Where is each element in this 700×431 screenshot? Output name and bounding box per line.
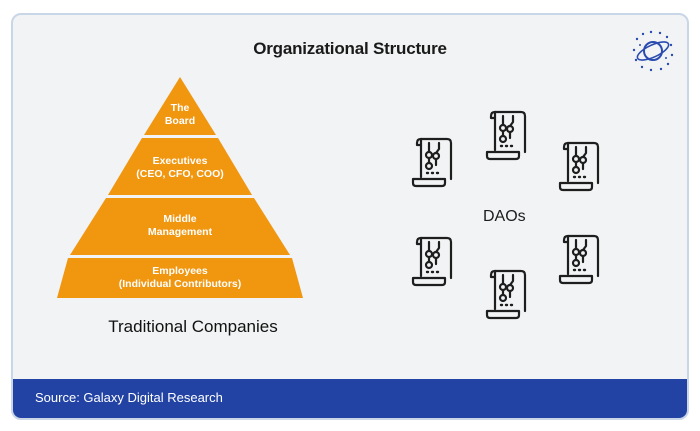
dao-icon-upper-right: [558, 141, 600, 192]
dao-icon-lower-right: [558, 234, 600, 285]
dao-icon-bottom: [485, 269, 527, 320]
galaxy-logo-icon: [632, 30, 674, 72]
pyramid-level-executives: [108, 138, 252, 195]
pyramid-level-board: [144, 77, 216, 135]
diagram-card: Organizational Structure The Board Execu…: [11, 13, 689, 420]
diagram-title: Organizational Structure: [253, 39, 447, 58]
pyramid-level-middle: [70, 198, 290, 255]
pyramid-level-employees: [57, 258, 303, 298]
pyramid-label-board: The Board: [164, 102, 196, 127]
pyramid-diagram: [57, 77, 303, 298]
pyramid-label-employees: Employees (Individual Contributors): [118, 265, 242, 290]
dao-icon-upper-left: [411, 137, 453, 188]
pyramid-label-middle: Middle Management: [147, 213, 213, 238]
dao-icon-top: [485, 110, 527, 161]
source-text: Source: Galaxy Digital Research: [35, 390, 223, 405]
daos-label: DAOs: [483, 208, 526, 225]
pyramid-label-executives: Executives (CEO, CFO, COO): [136, 155, 224, 180]
traditional-companies-label: Traditional Companies: [108, 317, 278, 336]
dao-icon-lower-left: [411, 236, 453, 287]
source-footer: Source: Galaxy Digital Research: [13, 379, 687, 418]
